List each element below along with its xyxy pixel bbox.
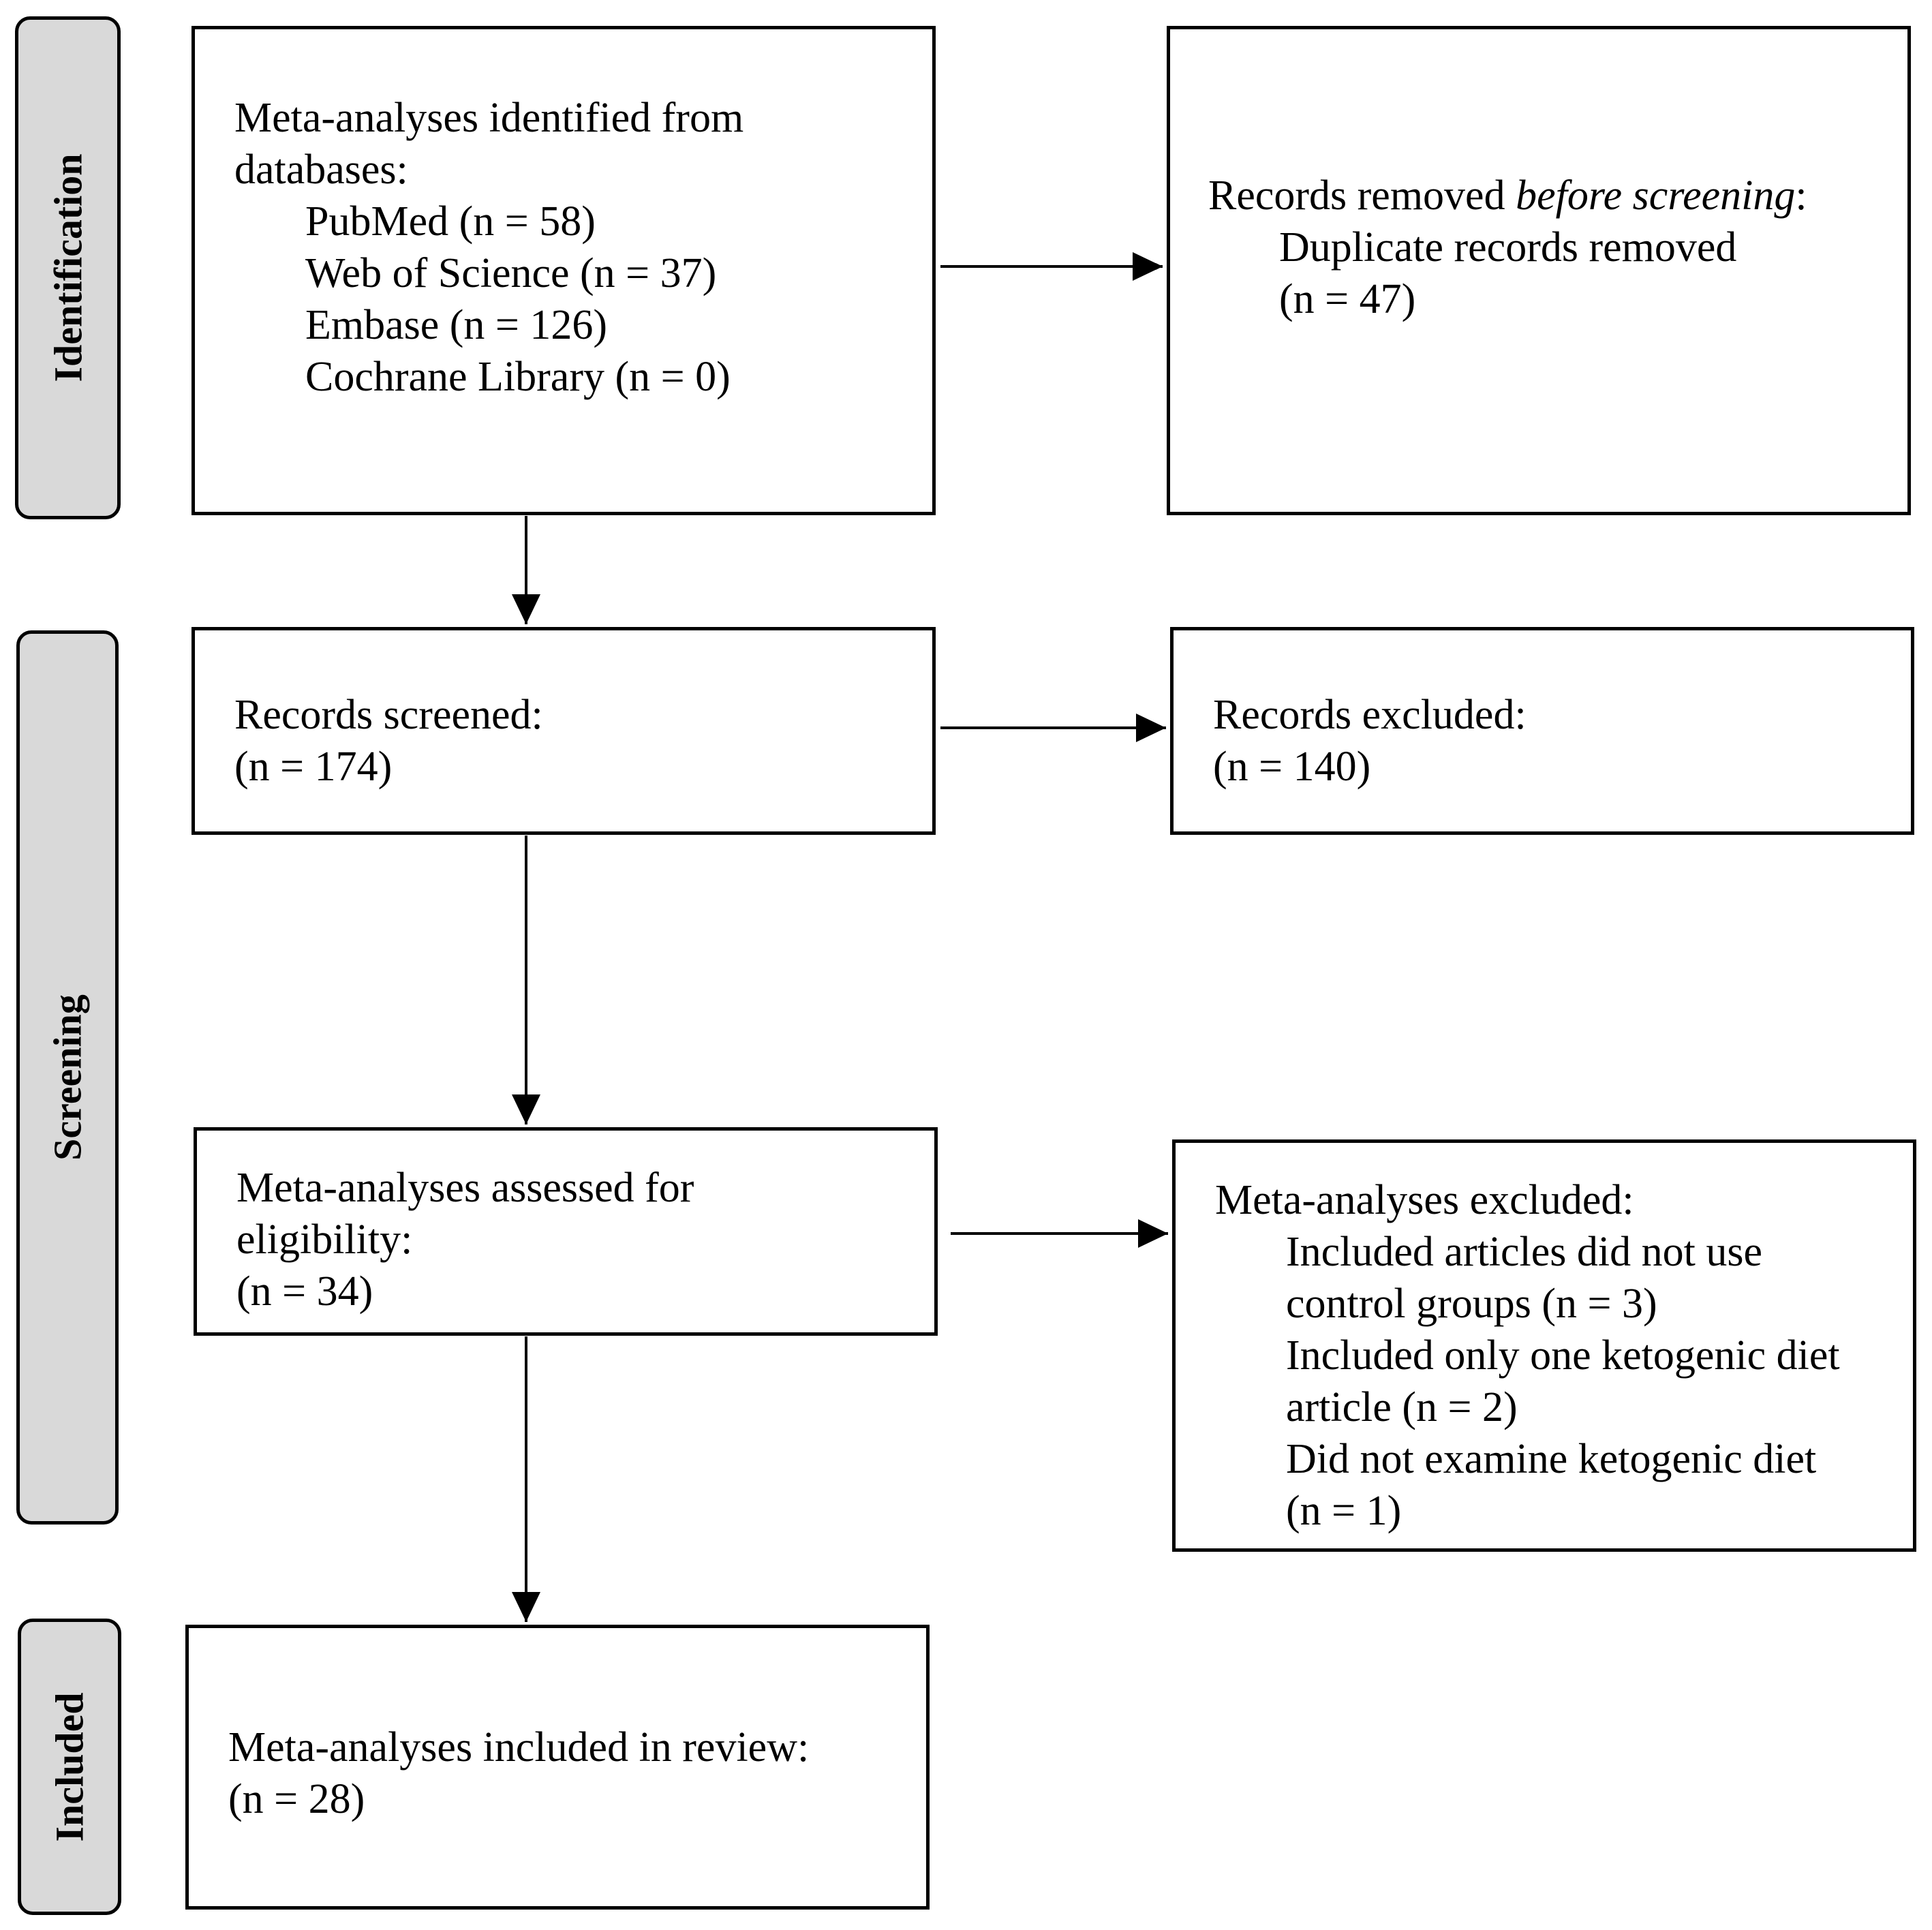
ma-excluded-title: Meta-analyses excluded: <box>1215 1177 1634 1223</box>
records-excluded-title: Records excluded: <box>1213 692 1527 738</box>
included-box: Meta-analyses included in review: (n = 2… <box>185 1625 930 1910</box>
removed-title-suffix: : <box>1795 172 1807 219</box>
arrowhead <box>512 594 540 624</box>
removed-line2: (n = 47) <box>1279 276 1416 322</box>
source-embase: Embase (n = 126) <box>305 302 608 348</box>
included-count: (n = 28) <box>228 1776 365 1822</box>
ma-excluded-reason-line: (n = 1) <box>1286 1488 1402 1534</box>
arrowhead <box>1138 1219 1168 1248</box>
records-excluded-count: (n = 140) <box>1213 744 1371 790</box>
ma-excluded-reason-line: article (n = 2) <box>1286 1384 1518 1430</box>
phase-included: Included <box>18 1619 121 1915</box>
eligibility-title-line1: Meta-analyses assessed for <box>236 1165 694 1211</box>
removed-title-prefix: Records removed <box>1208 172 1516 219</box>
eligibility-count: (n = 34) <box>236 1268 373 1315</box>
eligibility-title-line2: eligibility: <box>236 1216 413 1263</box>
identified-title-line1: Meta-analyses identified from <box>234 95 744 141</box>
records-excluded-box: Records excluded: (n = 140) <box>1170 627 1914 835</box>
screened-title: Records screened: <box>234 692 543 738</box>
removed-box: Records removed before screening: Duplic… <box>1167 26 1911 515</box>
arrowhead <box>512 1592 540 1622</box>
arrowhead <box>1136 714 1166 742</box>
identified-title-line2: databases: <box>234 147 408 193</box>
source-cochrane: Cochrane Library (n = 0) <box>305 354 731 400</box>
removed-title-italic: before screening <box>1516 172 1796 219</box>
removed-title: Records removed before screening: <box>1208 170 1907 221</box>
eligibility-box: Meta-analyses assessed for eligibility: … <box>194 1127 938 1336</box>
included-title: Meta-analyses included in review: <box>228 1724 810 1771</box>
ma-excluded-reason-line: control groups (n = 3) <box>1286 1281 1657 1327</box>
meta-analyses-excluded-box: Meta-analyses excluded: Included article… <box>1172 1139 1916 1552</box>
ma-excluded-reason-line: Included only one ketogenic diet <box>1286 1332 1840 1379</box>
arrowhead <box>512 1094 540 1124</box>
ma-excluded-reason-line: Did not examine ketogenic diet <box>1286 1436 1817 1482</box>
phase-screening: Screening <box>16 630 119 1525</box>
screened-count: (n = 174) <box>234 744 393 790</box>
screened-box: Records screened: (n = 174) <box>191 627 936 835</box>
source-pubmed: PubMed (n = 58) <box>305 198 596 245</box>
arrowhead <box>1133 252 1163 281</box>
ma-excluded-reason-line: Included articles did not use <box>1286 1229 1763 1275</box>
phase-identification: Identification <box>15 16 121 519</box>
identified-box: Meta-analyses identified from databases:… <box>191 26 936 515</box>
removed-line1: Duplicate records removed <box>1279 224 1737 271</box>
source-web-of-science: Web of Science (n = 37) <box>305 250 717 296</box>
